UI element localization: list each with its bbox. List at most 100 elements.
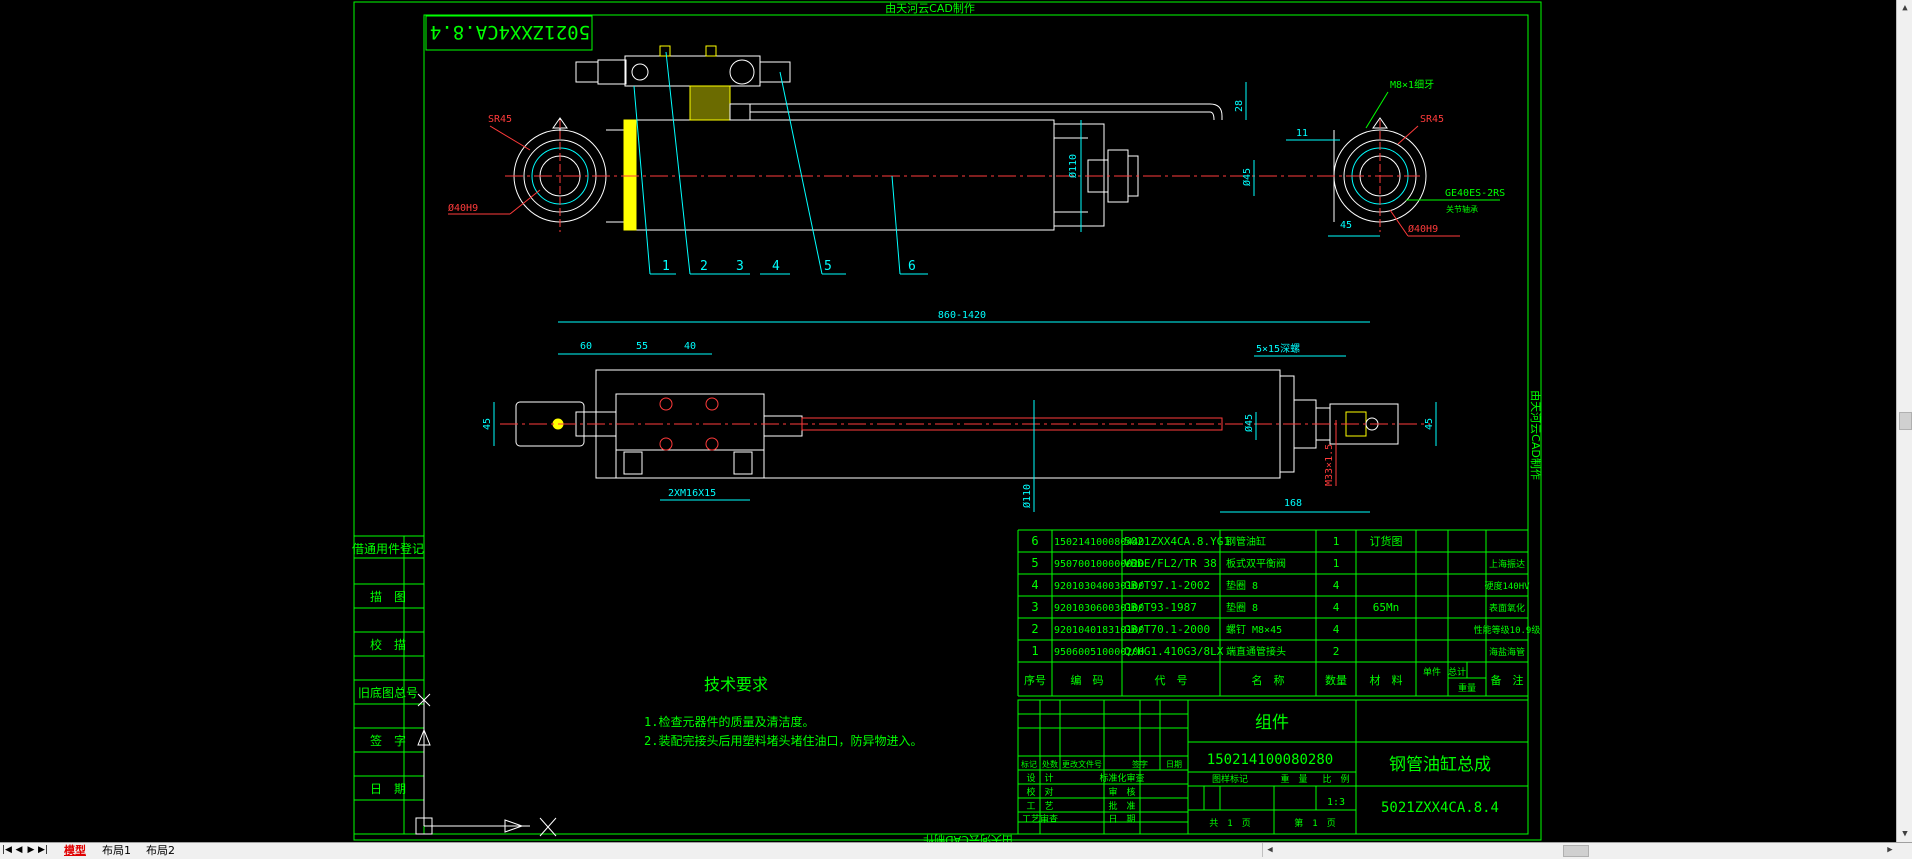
cylinder-top-view: [505, 45, 1427, 232]
balloon-6: 6: [908, 259, 916, 274]
scroll-left-icon[interactable]: ◀: [1267, 845, 1273, 855]
dim-45: 45: [1340, 220, 1352, 231]
vertical-scrollbar[interactable]: ▲ ▼: [1896, 0, 1912, 842]
outer-border: [353, 1, 1542, 841]
tb-std: 标准化审查: [1099, 772, 1144, 784]
dim-11: 11: [1296, 128, 1308, 139]
bom-drawing: GB/T93-1987: [1124, 601, 1197, 614]
dim-168: 168: [1284, 498, 1302, 509]
sidebar-label-5: 签 字: [370, 733, 406, 748]
balloon-2: 2: [700, 259, 708, 274]
dim-left-45: 45: [482, 418, 493, 430]
bom-header-note: 备 注: [1491, 673, 1524, 687]
dim-ge: GE40ES-2RS: [1445, 188, 1505, 199]
next-tab-button[interactable]: ▶: [27, 845, 35, 855]
horizontal-scrollbar[interactable]: ◀ ▶: [1262, 843, 1897, 857]
bom-note: 表面氧化: [1489, 602, 1525, 614]
scroll-down-icon[interactable]: ▼: [1902, 829, 1908, 839]
balloon-3: 3: [736, 259, 744, 274]
dim-55: 55: [636, 341, 648, 352]
bom-header-total: 总计: [1448, 666, 1466, 678]
balloon-1: 1: [662, 259, 670, 274]
bom-seq: 3: [1031, 600, 1038, 614]
tb-weight: 重 量: [1280, 773, 1307, 785]
dim-sr45-left: SR45: [488, 114, 512, 125]
bom-code: 920103060030100: [1054, 603, 1144, 614]
sidebar-label-2: 描 图: [370, 590, 406, 604]
watermark-top: 由天河云CAD制作: [885, 1, 975, 15]
bom-name: 端直通管接头: [1226, 645, 1286, 658]
bom-qty: 1: [1333, 557, 1340, 570]
tab-layout2[interactable]: 布局2: [146, 844, 175, 857]
tb-audit: 审 核: [1108, 786, 1135, 798]
tb-approve: 批 准: [1108, 800, 1135, 812]
dim-right-45: 45: [1424, 418, 1435, 430]
scroll-up-icon[interactable]: ▲: [1902, 3, 1908, 13]
bom-name: 垫圈 8: [1226, 579, 1258, 592]
bom-header-material: 材 料: [1370, 673, 1403, 687]
bom-qty: 4: [1333, 579, 1340, 592]
dim-bore-right: Ø40H9: [1408, 223, 1438, 235]
bom-header-unit: 单件: [1423, 666, 1441, 678]
bom-code: 950700100000020: [1054, 559, 1144, 570]
bom-header-weight: 重量: [1458, 682, 1476, 694]
bom-header-code: 编 码: [1071, 673, 1104, 687]
bom-seq: 2: [1031, 622, 1038, 636]
tb-group: 组件: [1255, 713, 1289, 733]
tab-model[interactable]: 模型: [64, 844, 86, 857]
bom-note: 性能等级10.9级: [1474, 624, 1541, 636]
bom-seq: 5: [1031, 556, 1038, 570]
sidebar-label-6: 日 期: [370, 782, 406, 796]
tb-count: 处数: [1042, 759, 1058, 769]
bom-name: 螺钉 M8×45: [1226, 624, 1282, 636]
first-tab-button[interactable]: |◀: [2, 845, 12, 855]
bom-name: 钢管油缸: [1226, 535, 1266, 548]
bom-qty: 2: [1333, 645, 1340, 658]
bom-name: 垫圈 8: [1226, 601, 1258, 614]
vertical-scroll-thumb[interactable]: [1899, 412, 1912, 430]
last-tab-button[interactable]: ▶|: [38, 845, 48, 855]
bom-drawing: VBDE/FL2/TR 38: [1124, 557, 1217, 570]
tb-craft: 工 艺: [1026, 801, 1053, 812]
tab-layout1[interactable]: 布局1: [102, 844, 131, 857]
inner-border: [423, 14, 1529, 835]
sidebar-label-4: 旧底图总号: [358, 685, 418, 700]
bom-code: 150214100080440: [1054, 537, 1144, 548]
prev-tab-button[interactable]: ◀: [15, 845, 23, 855]
tb-number: 150214100080280: [1207, 752, 1333, 768]
dim-28: 28: [1234, 100, 1245, 112]
tb-sign: 签字: [1132, 759, 1148, 769]
bom-material: 65Mn: [1373, 601, 1400, 614]
watermark-side: 由天河云CAD制作: [1529, 390, 1543, 480]
tb-design: 设 计: [1026, 772, 1053, 784]
bom-header-qty: 数量: [1325, 674, 1347, 687]
dim-40: 40: [684, 341, 696, 352]
tb-drawing-no: 5021ZXX4CA.8.4: [1381, 800, 1499, 816]
horizontal-scroll-thumb[interactable]: [1563, 845, 1589, 857]
bom-header-seq: 序号: [1024, 673, 1046, 687]
bom-header-name: 名 称: [1252, 673, 1285, 687]
tech-line-2: 2.装配完接头后用塑料堵头堵住油口，防异物进入。: [644, 733, 922, 748]
bom-drawing: Q/HG1.410G3/8LX: [1124, 645, 1224, 658]
title-block: 标记 处数 更改文件号 签字 日期 设 计 标准化审查 校 对 审 核 工 艺 …: [1017, 699, 1529, 835]
bom-qty: 1: [1333, 535, 1340, 548]
bom-name: 板式双平衡阀: [1226, 557, 1286, 570]
scroll-right-icon[interactable]: ▶: [1887, 845, 1893, 855]
cylinder-side-view: [500, 369, 1430, 479]
dim-bolt: 2XM16X15: [668, 488, 716, 499]
left-sidebar: 借通用件登记 描 图 校 描 旧底图总号 签 字 日 期: [352, 535, 425, 835]
bom-code: 920103040030100: [1054, 581, 1144, 592]
tb-mark: 标记: [1021, 759, 1037, 769]
dim-60: 60: [580, 341, 592, 352]
bom-code: 950600510000200: [1054, 647, 1144, 658]
tb-tech-review: 工艺审查: [1022, 813, 1058, 825]
bom-drawing: GB/T97.1-2002: [1124, 579, 1210, 592]
bom-qty: 4: [1333, 601, 1340, 614]
tb-page: 第 1 页: [1294, 817, 1335, 829]
sidebar-label-1: 借通用件登记: [352, 541, 424, 556]
dim-sr45-right: SR45: [1420, 114, 1444, 125]
bom-drawing: GB/T70.1-2000: [1124, 623, 1210, 636]
tech-line-1: 1.检查元器件的质量及清洁度。: [644, 714, 814, 729]
